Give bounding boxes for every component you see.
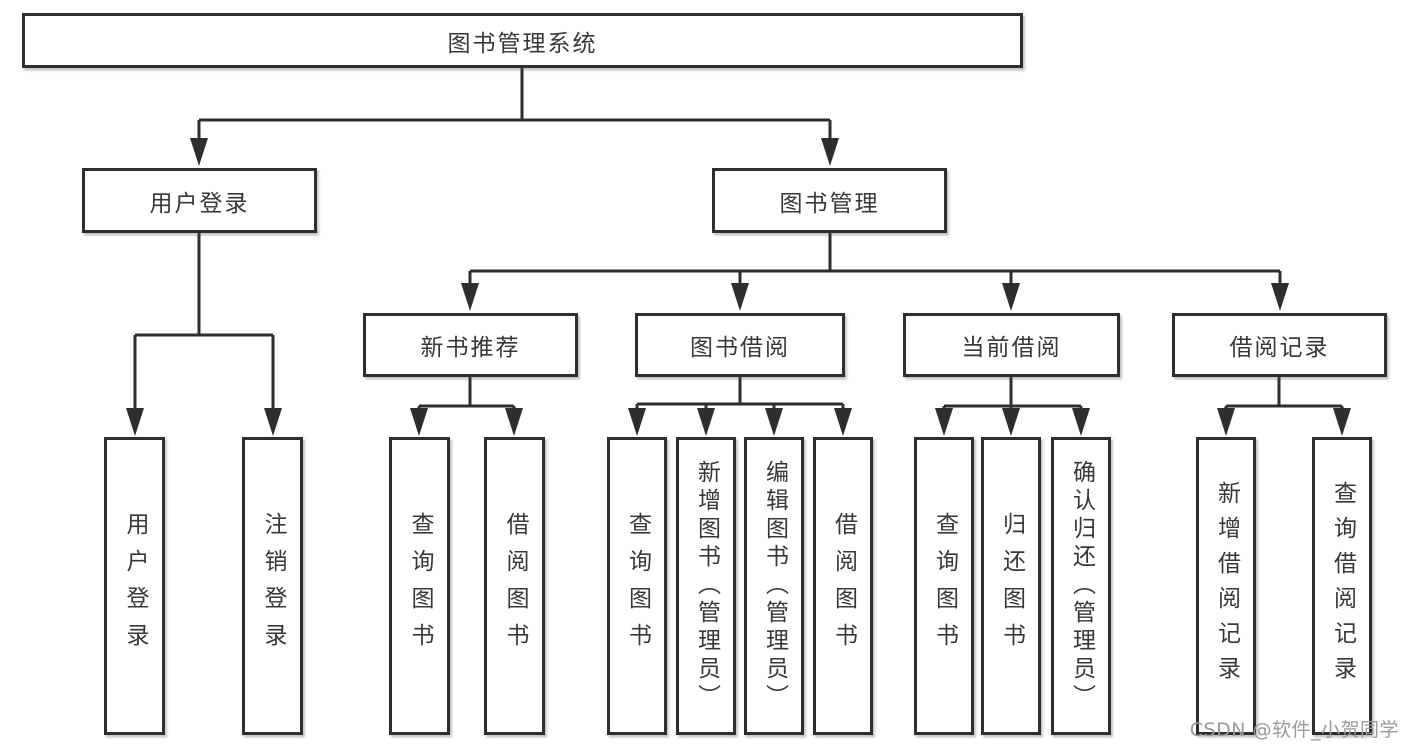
node-book-management: 图书管理 — [712, 168, 947, 233]
leaf-query-books-current: 查询图书 — [914, 437, 974, 735]
leaf-add-borrow-record: 新增借阅记录 — [1196, 437, 1256, 735]
leaf-borrow-books-recommend: 借阅图书 — [484, 437, 545, 735]
node-user-login: 用户登录 — [82, 168, 317, 233]
leaf-user-login: 用户登录 — [104, 437, 165, 735]
leaf-logout: 注销登录 — [242, 437, 303, 735]
leaf-add-book-admin: 新增图书（管理员） — [676, 437, 736, 735]
leaf-edit-book-admin: 编辑图书（管理员） — [744, 437, 804, 735]
node-borrowing-records: 借阅记录 — [1172, 313, 1387, 377]
leaf-confirm-return-admin: 确认归还（管理员） — [1051, 437, 1111, 735]
node-new-book-recommendation: 新书推荐 — [363, 313, 578, 377]
leaf-query-borrow-record: 查询借阅记录 — [1312, 437, 1372, 735]
leaf-return-books: 归还图书 — [981, 437, 1041, 735]
node-book-borrowing: 图书借阅 — [635, 313, 845, 377]
leaf-query-books-recommend: 查询图书 — [389, 437, 450, 735]
node-current-borrowing: 当前借阅 — [903, 313, 1120, 377]
node-library-management-system: 图书管理系统 — [22, 13, 1023, 68]
leaf-borrow-books: 借阅图书 — [813, 437, 873, 735]
watermark-text: CSDN @软件_小贺同学 — [1189, 719, 1399, 741]
leaf-query-books-borrow: 查询图书 — [607, 437, 667, 735]
